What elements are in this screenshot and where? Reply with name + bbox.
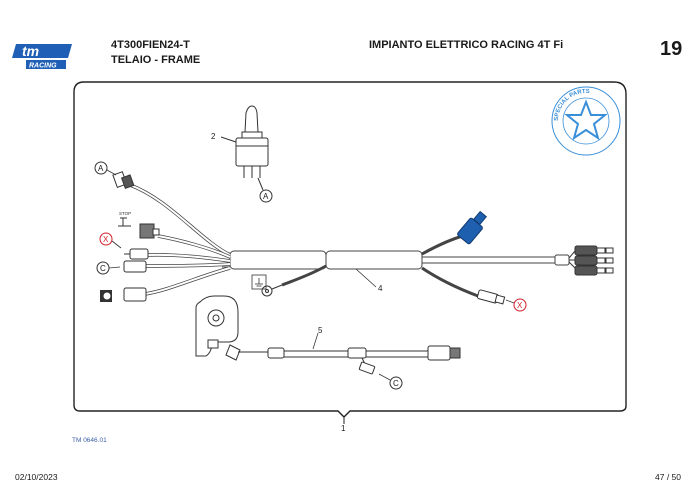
- svg-text:A: A: [98, 164, 104, 173]
- connector-x-right: [476, 289, 506, 305]
- callout-1: 1: [341, 424, 346, 433]
- ground-icon: [251, 274, 267, 290]
- pickup-part-5: [195, 295, 461, 375]
- connector-stop: [139, 223, 160, 239]
- harness-part-4: [129, 183, 570, 298]
- sensor-icon: [100, 290, 112, 302]
- callout-a-left: A: [94, 161, 117, 176]
- callout-2: 2: [211, 132, 216, 141]
- page-title: IMPIANTO ELETTRICO RACING 4T Fi: [369, 39, 564, 51]
- star-icon: [564, 99, 608, 141]
- connector-x-left: [124, 248, 149, 260]
- callout-a-switch: A: [259, 189, 273, 203]
- callout-c-left: C: [96, 261, 121, 275]
- logo-text: tm: [22, 43, 39, 59]
- leader-line-5: [312, 332, 319, 350]
- connector-blue: [457, 210, 487, 245]
- callout-x-right: X: [505, 298, 527, 312]
- connector-triple-right: [568, 245, 614, 276]
- svg-text:A: A: [263, 192, 269, 201]
- tm-racing-logo: tm RACING: [12, 40, 76, 72]
- svg-text:C: C: [100, 264, 106, 273]
- print-date: 02/10/2023: [15, 472, 58, 482]
- stop-switch-icon: [118, 217, 131, 227]
- connector-c-left: [123, 260, 147, 273]
- page-count: 47 / 50: [655, 472, 681, 482]
- leader-line-4: [355, 268, 377, 288]
- switch-part-2: [220, 105, 269, 191]
- model-code: 4T300FIEN24-T: [111, 39, 190, 51]
- svg-text:X: X: [103, 235, 109, 244]
- svg-text:X: X: [517, 301, 523, 310]
- callout-x-left: X: [99, 232, 122, 249]
- connector-top-left: [112, 171, 135, 189]
- connector-bottom-left: [123, 287, 147, 302]
- diagram-frame: [73, 81, 627, 418]
- callout-4: 4: [378, 284, 383, 293]
- ground-terminal: [261, 284, 283, 297]
- group-name: TELAIO - FRAME: [111, 54, 201, 66]
- callout-c-bottom: C: [378, 373, 403, 390]
- svg-text:C: C: [393, 379, 399, 388]
- page-number: 19: [660, 38, 683, 60]
- drawing-code: TM 0646.01: [72, 437, 107, 444]
- logo-subtext: RACING: [29, 63, 57, 70]
- stop-label: STOP: [119, 211, 131, 216]
- special-parts-badge: SPECIAL PARTS: [551, 86, 621, 156]
- callout-5: 5: [318, 326, 323, 335]
